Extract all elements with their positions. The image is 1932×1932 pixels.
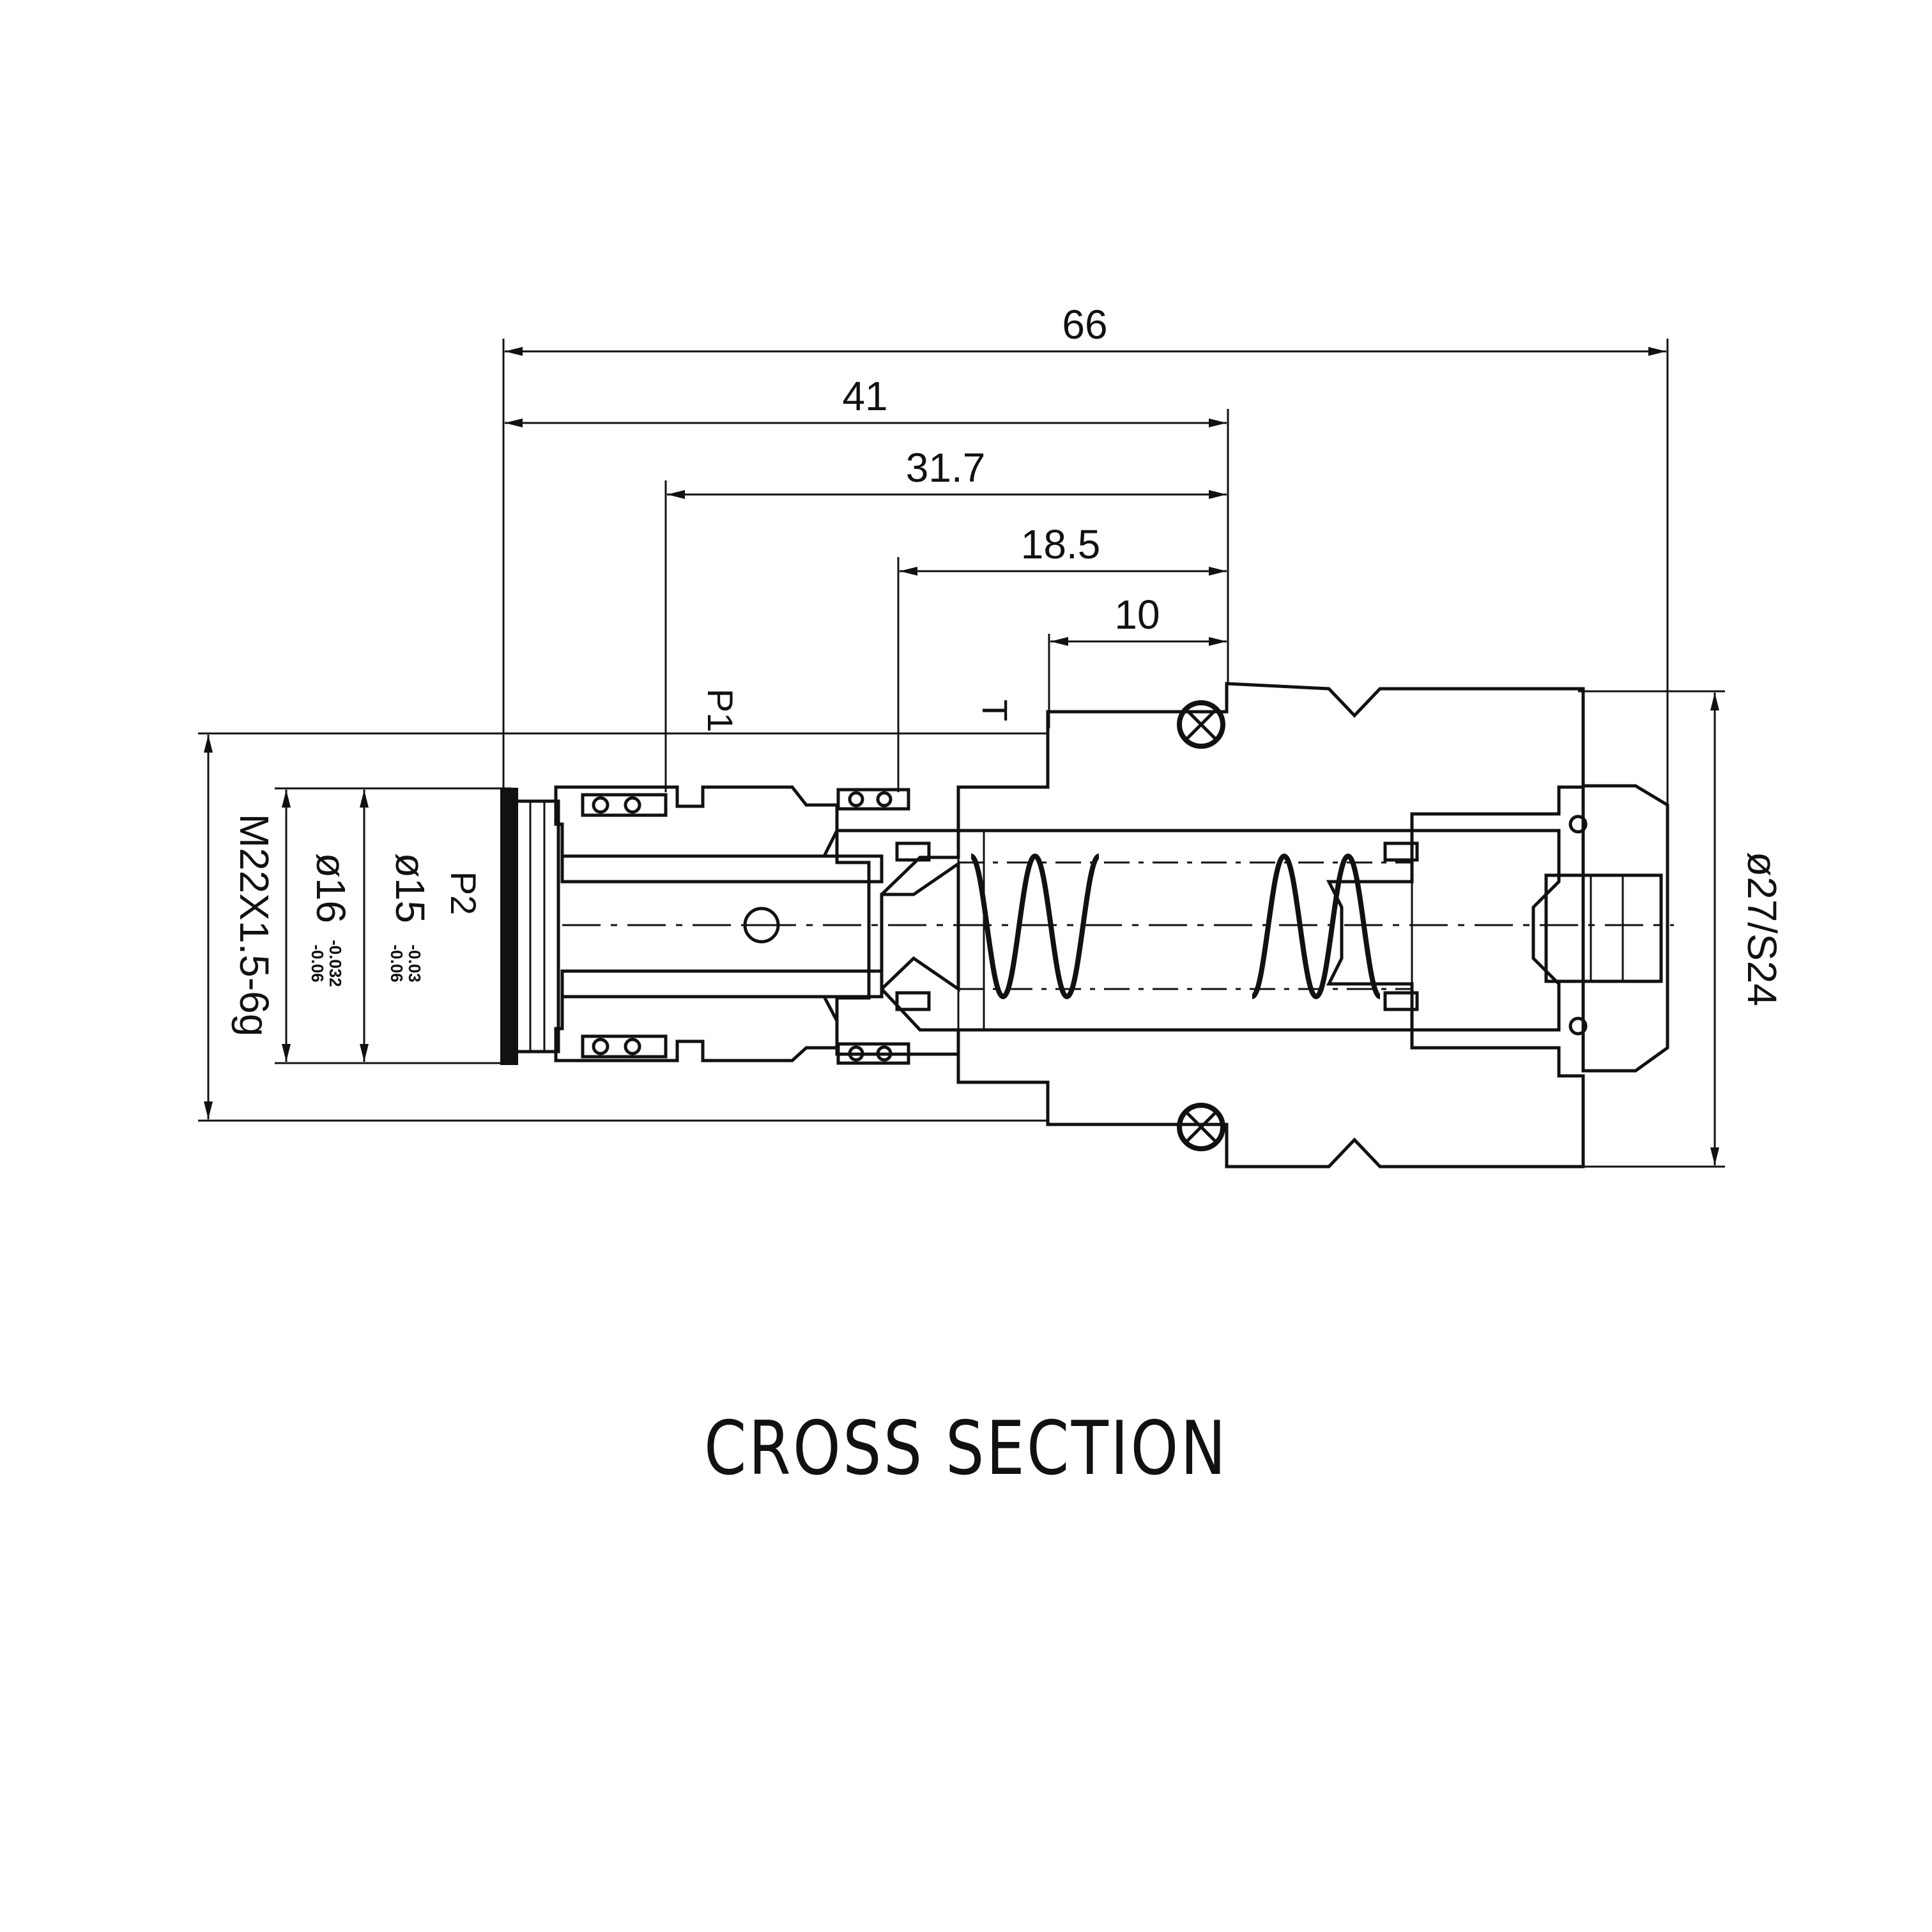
dim-tol-dia15-upper: -0.03 [405, 944, 424, 982]
o-ring-lower [1177, 1103, 1225, 1151]
o-ring-upper [1177, 700, 1225, 749]
body-lower [956, 1028, 1585, 1169]
spring-left [969, 853, 1101, 1000]
dim-label-thread: M22X1.5-6g [231, 814, 277, 1037]
dim-label-hex: ø27/S24 [1739, 852, 1785, 1006]
front-upper [554, 785, 839, 858]
spring-right [1250, 853, 1382, 1000]
caption-title: CROSS SECTION [703, 1406, 1229, 1492]
dim-label-41: 41 [842, 373, 887, 419]
left-dimensions: M22X1.5-6g ø16 -0.032 -0.06 ø15 -0.03 -0… [198, 732, 1048, 1122]
dim-label-10: 10 [1114, 592, 1160, 638]
dim-label-18-5: 18.5 [1021, 521, 1101, 567]
port-labels: P1 T P2 [443, 689, 1015, 916]
dim-label-66: 66 [1062, 302, 1107, 348]
body-upper [956, 682, 1585, 832]
right-dimensions: ø27/S24 [1578, 690, 1785, 1168]
port-label-p1: P1 [700, 689, 740, 733]
o-ring-seals [581, 700, 1588, 1151]
dim-tol-dia16-upper: -0.032 [326, 940, 345, 987]
sleeve [835, 829, 960, 1056]
dim-label-dia16: ø16 [308, 853, 354, 923]
dim-tol-dia16-lower: -0.06 [308, 944, 327, 982]
dim-label-31-7: 31.7 [906, 445, 986, 491]
port-label-t: T [975, 700, 1015, 721]
dim-label-dia15: ø15 [387, 853, 433, 923]
top-dimensions: 66 41 31.7 18.5 10 [502, 302, 1669, 1054]
port-label-p2: P2 [443, 871, 484, 916]
cartridge-body [500, 682, 1674, 1169]
end-cap [1581, 784, 1669, 1073]
front-lower [554, 995, 839, 1062]
adjuster [1326, 829, 1561, 1032]
dim-tol-dia15-lower: -0.06 [387, 944, 406, 982]
